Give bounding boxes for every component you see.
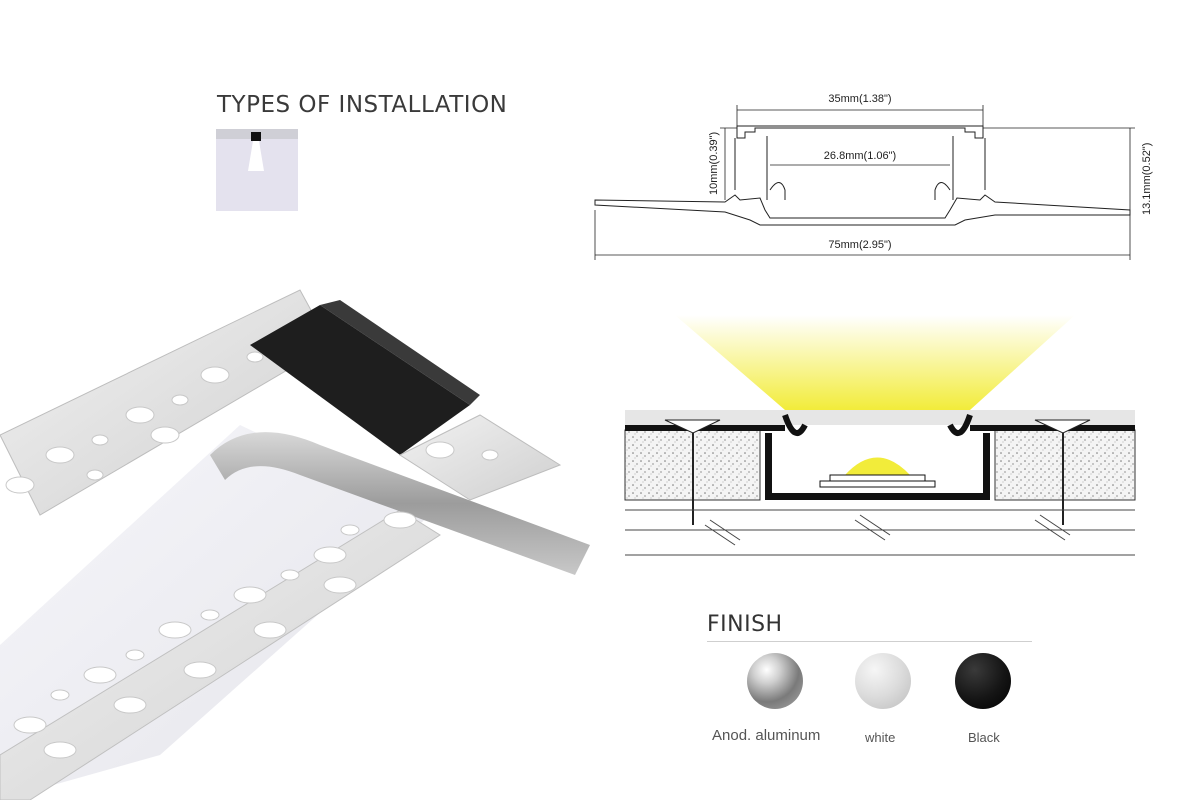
finish-label-white: white — [865, 730, 896, 745]
recessed-installation-icon — [216, 129, 298, 211]
installation-cross-section — [624, 315, 1136, 556]
installation-title: TYPES OF INSTALLATION — [217, 92, 508, 118]
finish-label-black: Black — [968, 730, 1000, 745]
right-height-label: 13.1mm(0.52") — [1141, 143, 1153, 215]
finish-label-anodized: Anod. aluminum — [712, 727, 821, 744]
finish-swatch-black — [955, 653, 1011, 709]
left-height-label: 10mm(0.39") — [708, 132, 720, 195]
finish-title: FINISH — [707, 612, 783, 637]
finish-swatch-white — [855, 653, 911, 709]
total-width-label: 75mm(2.95") — [828, 239, 891, 251]
outer-width-label: 35mm(1.38") — [828, 93, 891, 105]
profile-dimension-drawing: 35mm(1.38") 26.8mm(1.06") 75mm(2.95") 10… — [594, 93, 1153, 260]
finish-swatch-anodized — [747, 653, 803, 709]
product-render-image — [0, 289, 590, 800]
finish-divider — [707, 641, 1032, 642]
inner-width-label: 26.8mm(1.06") — [824, 150, 896, 162]
